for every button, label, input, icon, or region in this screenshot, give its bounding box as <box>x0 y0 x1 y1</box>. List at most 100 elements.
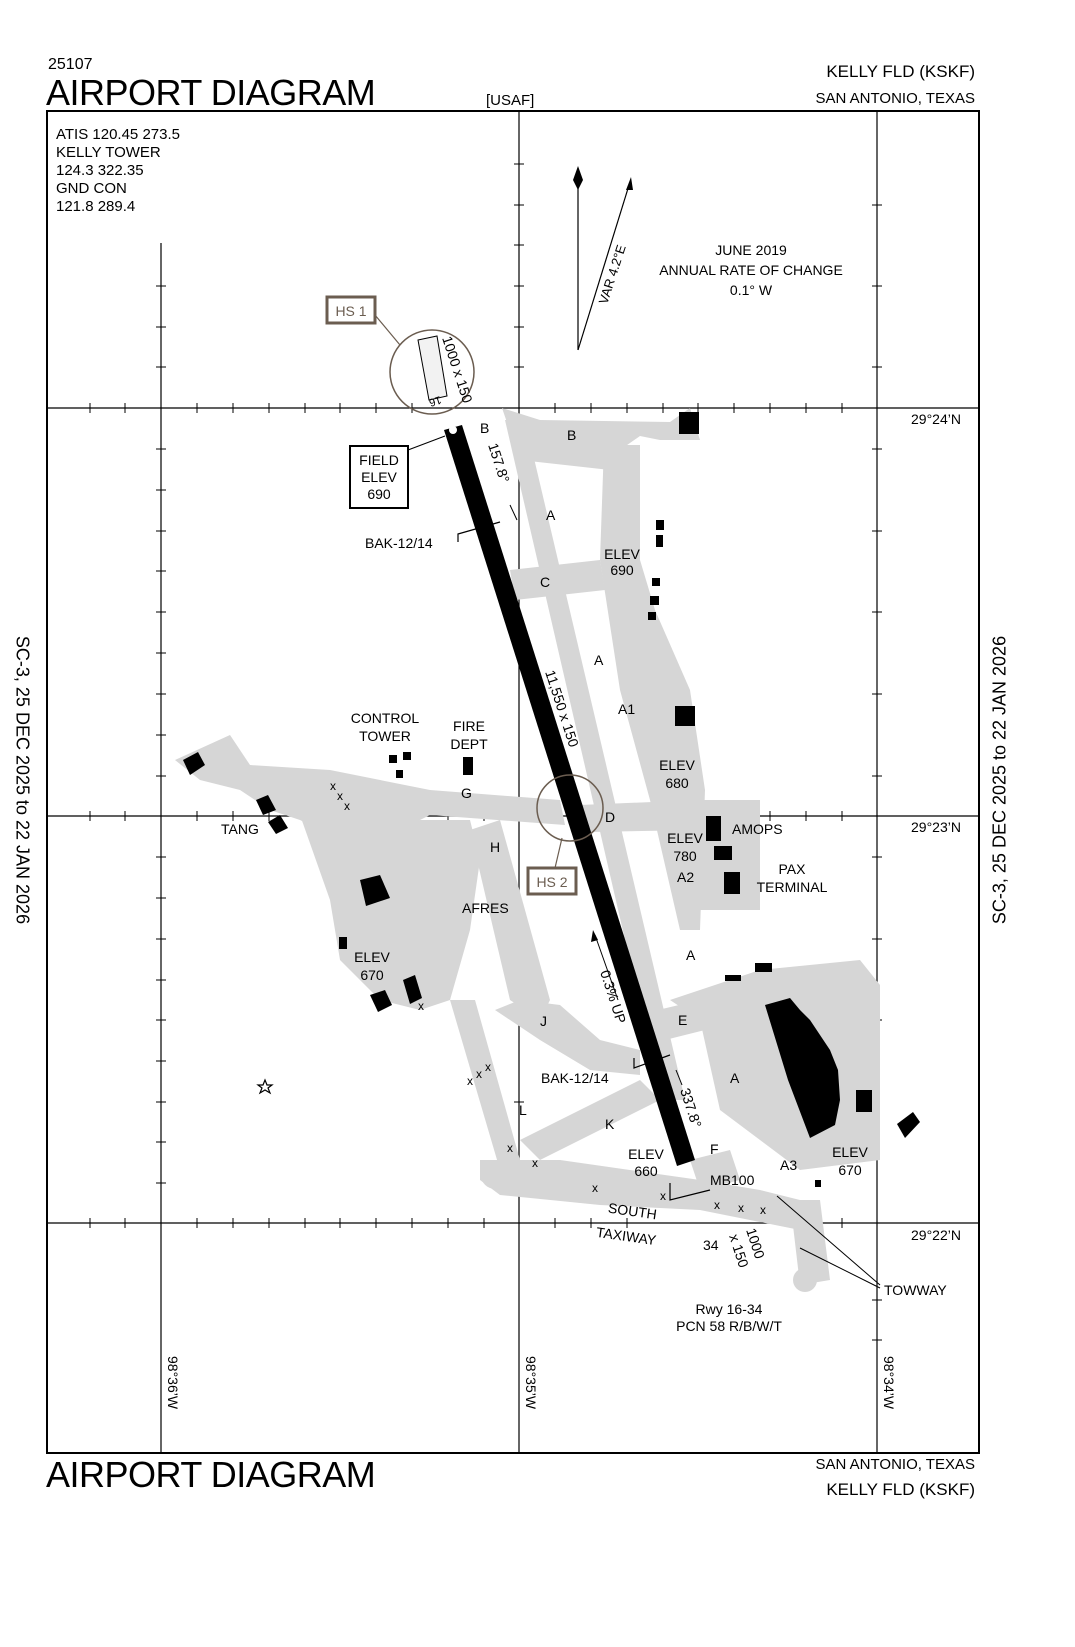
turnaround-pad <box>481 1161 509 1189</box>
elev-780-value: 780 <box>673 848 697 864</box>
elev-660-label: ELEV 660 <box>628 1146 664 1180</box>
svg-text:x: x <box>660 1189 666 1203</box>
airport-name: KELLY FLD (KSKF) <box>826 62 975 81</box>
elev-670-east-title: ELEV <box>832 1144 868 1160</box>
taxiway-a2-label: A2 <box>677 869 694 885</box>
field-elevation-box <box>349 445 409 509</box>
magnetic-annual-label: ANNUAL RATE OF CHANGE <box>659 262 843 278</box>
elev-670-west-title: ELEV <box>354 949 390 965</box>
runway-16-number: 16 <box>427 393 442 408</box>
taxiway-a-label-1: A <box>546 507 556 523</box>
field-elevation-line1: FIELD <box>359 452 399 468</box>
east-apron-south <box>670 960 880 1170</box>
elev-680-label: ELEV 680 <box>659 756 695 792</box>
svg-text:x: x <box>532 1156 538 1170</box>
taxiway-j-label: J <box>540 1013 547 1029</box>
elev-780-title: ELEV <box>667 830 703 846</box>
page-title: AIRPORT DIAGRAM <box>46 72 376 113</box>
svg-text:x: x <box>344 799 350 813</box>
rotating-beacon-icon <box>256 1078 274 1095</box>
taxiway-c-label: C <box>540 574 550 590</box>
taxiway-d <box>580 800 700 832</box>
field-elevation-line2: ELEV <box>361 469 397 485</box>
mb100-label: MB100 <box>710 1172 755 1188</box>
graticule <box>47 111 979 1453</box>
runway-info: Rwy 16-34 PCN 58 R/B/W/T <box>676 1301 782 1335</box>
pax-line2: TERMINAL <box>756 879 828 895</box>
magnetic-date: JUNE 2019 <box>715 242 787 258</box>
taxiway-h <box>470 820 550 1020</box>
svg-text:x: x <box>337 789 343 803</box>
runway-16-34 <box>444 425 695 1166</box>
taxiway-b-label-1: B <box>480 420 489 436</box>
elev-690-value: 690 <box>610 562 634 578</box>
hotspot-2-circle <box>536 774 604 842</box>
taxiway-labels: B B A C A A1 D A2 A E A F A3 G H J K L <box>461 420 797 1173</box>
lon-98-34: 98°34’W <box>881 1356 897 1410</box>
lon-98-35: 98°35’W <box>523 1356 539 1410</box>
svg-text:x: x <box>714 1198 720 1212</box>
bak-north-label: BAK-12/14 <box>365 535 433 551</box>
runway-info-line2: PCN 58 R/B/W/T <box>676 1318 782 1334</box>
map-frame <box>46 110 980 1454</box>
runway-34-number: 34 <box>703 1237 719 1253</box>
svg-text:x: x <box>330 779 336 793</box>
taxiway-a3-label: A3 <box>780 1157 797 1173</box>
elev-670-east-label: ELEV 670 <box>832 1143 868 1179</box>
pax-line1: PAX <box>778 861 806 877</box>
towway <box>790 1200 830 1285</box>
taxiway-e-label: E <box>678 1012 687 1028</box>
runway-heading-top: 157.8° <box>485 441 513 485</box>
elev-660-title: ELEV <box>628 1146 664 1162</box>
fire-dept-line1: FIRE <box>453 718 485 734</box>
taxiway-b-label-2: B <box>567 427 576 443</box>
pax-terminal-label: PAX TERMINAL <box>757 860 828 896</box>
taxiway-h-label: H <box>490 839 500 855</box>
svg-text:x: x <box>592 1181 598 1195</box>
svg-text:x: x <box>760 1203 766 1217</box>
atis-frequency: ATIS 120.45 273.5 <box>56 126 180 143</box>
elev-680-value: 680 <box>665 775 689 791</box>
footer-location: SAN ANTONIO, TEXAS <box>815 1456 976 1473</box>
taxiway-k <box>520 1080 660 1160</box>
taxiway-a-label-4: A <box>730 1070 740 1086</box>
footer-airport: KELLY FLD (KSKF) <box>826 1480 975 1499</box>
taxiway-e <box>658 1000 705 1040</box>
ground-frequency: 121.8 289.4 <box>56 198 136 215</box>
taxiway-l <box>450 1000 520 1170</box>
lat-29-22: 29°22’N <box>911 1227 961 1243</box>
taxiway-f <box>690 1150 740 1190</box>
taxiway-c <box>510 560 605 600</box>
taxiway-g-label: G <box>461 785 472 801</box>
magnetic-rate: 0.1° W <box>729 282 773 298</box>
elev-670-east-value: 670 <box>838 1162 862 1178</box>
taxiway-a-label-3: A <box>686 947 696 963</box>
coordinate-labels: 29°24’N 29°23’N 29°22’N 98°36’W 98°35’W … <box>165 411 961 1410</box>
runway-16-overrun <box>417 335 448 401</box>
towway-label: TOWWAY <box>884 1282 947 1298</box>
towway-pad <box>793 1268 817 1292</box>
svg-text:x: x <box>476 1067 482 1081</box>
runway-info-line1: Rwy 16-34 <box>695 1301 763 1317</box>
magnetic-info: JUNE 2019 ANNUAL RATE OF CHANGE 0.1° W <box>659 240 843 300</box>
buildings <box>183 412 920 1187</box>
hotspot-1-box <box>325 295 377 325</box>
magnetic-north-arrow <box>577 181 631 351</box>
taxiway-b-apron <box>502 408 700 470</box>
magnetic-variation: VAR 4.2°E <box>596 243 629 306</box>
taxiway-g <box>175 735 565 840</box>
afres-label: AFRES <box>462 900 509 916</box>
chart-number: 25107 <box>48 56 93 73</box>
bak-south-marker <box>633 1054 671 1069</box>
tang-label: TANG <box>221 821 259 837</box>
taxiway-j <box>495 1000 640 1075</box>
svg-text:x: x <box>418 999 424 1013</box>
elev-660-value: 660 <box>634 1163 658 1179</box>
svg-text:x: x <box>485 1060 491 1074</box>
elev-670-west-label: ELEV 670 <box>354 948 390 984</box>
elev-690-title: ELEV <box>604 546 640 562</box>
elev-780-label: ELEV 780 <box>667 829 703 865</box>
mb100-marker <box>669 1183 711 1201</box>
taxiway-k-label: K <box>605 1116 615 1132</box>
